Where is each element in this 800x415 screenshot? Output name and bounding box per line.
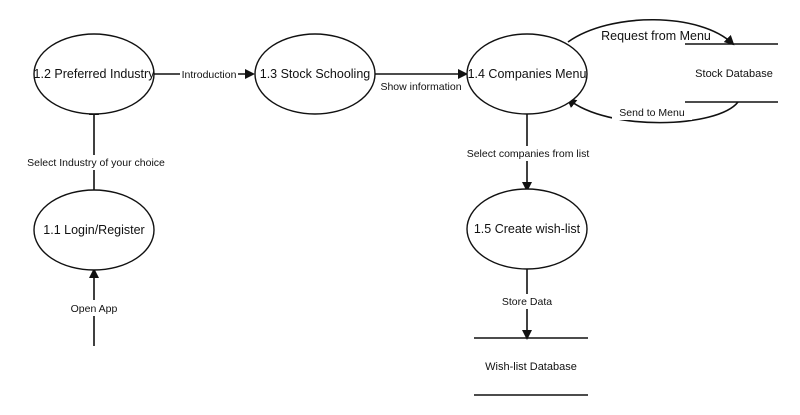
datastore-stock-database-label: Stock Database xyxy=(695,68,773,80)
flow-select-companies-label: Select companies from list xyxy=(467,148,590,160)
flow-store-data-label-bg xyxy=(498,294,556,309)
datastore-stock-database: Stock Database xyxy=(685,43,778,103)
flow-request-from-menu-line xyxy=(567,18,735,46)
flow-request-from-menu-label: Request from Menu xyxy=(601,29,711,43)
process-preferred-industry-label: 1.2 Preferred Industry xyxy=(34,67,156,81)
process-stock-schooling-label: 1.3 Stock Schooling xyxy=(260,67,371,81)
process-preferred-industry: 1.2 Preferred Industry xyxy=(33,33,156,115)
process-create-wishlist-label: 1.5 Create wish-list xyxy=(474,222,581,236)
process-companies-menu-label: 1.4 Companies Menu xyxy=(468,67,587,81)
datastore-wishlist-database: Wish-list Database xyxy=(474,337,588,396)
flow-open-app-label-bg xyxy=(66,300,122,316)
flow-send-to-menu-label: Send to Menu xyxy=(619,107,685,119)
datastore-wishlist-database-label: Wish-list Database xyxy=(485,361,577,373)
flow-send-to-menu-line xyxy=(566,97,739,124)
flow-store-data-label: Store Data xyxy=(502,296,552,308)
flow-send-to-menu-label-bg xyxy=(612,105,692,120)
flow-introduction-label: Introduction xyxy=(182,69,237,81)
process-create-wishlist: 1.5 Create wish-list xyxy=(466,188,588,270)
process-companies-menu: 1.4 Companies Menu xyxy=(466,33,588,115)
flow-select-companies-label-bg xyxy=(462,146,594,161)
process-login-register-label: 1.1 Login/Register xyxy=(43,223,144,237)
flow-select-industry-label: Select Industry of your choice xyxy=(27,157,165,169)
flow-open-app-label: Open App xyxy=(71,303,118,315)
process-stock-schooling: 1.3 Stock Schooling xyxy=(254,33,376,115)
process-login-register: 1.1 Login/Register xyxy=(33,189,155,271)
flow-show-information-label: Show information xyxy=(380,81,461,93)
flow-introduction-label-bg xyxy=(180,67,238,81)
flow-select-industry-label-bg xyxy=(22,155,170,170)
